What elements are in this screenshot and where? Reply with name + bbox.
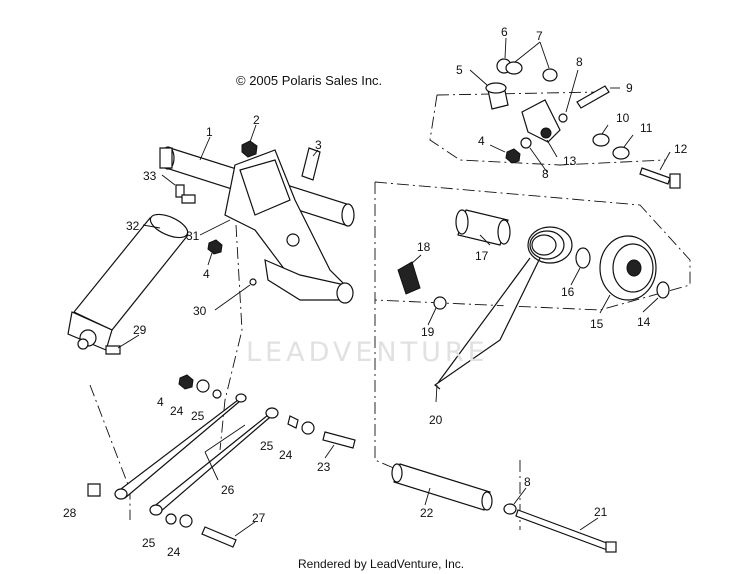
callout-numbers: 1 2 3 33 32 31 4 30 29 18 19 17 16 15 14… — [63, 25, 688, 559]
leader-lines — [117, 37, 671, 537]
callout-13: 13 — [563, 154, 577, 168]
callout-32: 32 — [126, 219, 140, 233]
callout-18: 18 — [417, 240, 431, 254]
callout-24a: 24 — [170, 404, 184, 418]
callout-31: 31 — [186, 229, 200, 243]
callout-5: 5 — [456, 63, 463, 77]
callout-2: 2 — [253, 113, 260, 127]
callout-16: 16 — [561, 285, 575, 299]
copyright-notice: © 2005 Polaris Sales Inc. — [236, 73, 383, 88]
callout-22: 22 — [420, 506, 434, 520]
callout-14: 14 — [637, 315, 651, 329]
callout-15: 15 — [590, 317, 604, 331]
callout-25a: 25 — [191, 409, 205, 423]
callout-8c: 8 — [524, 475, 531, 489]
callout-21: 21 — [594, 505, 608, 519]
callout-29: 29 — [133, 323, 147, 337]
lower-links — [87, 374, 617, 553]
watermark: LEADVENTURE — [246, 337, 489, 368]
callout-30: 30 — [193, 304, 207, 318]
callout-23: 23 — [317, 460, 331, 474]
callout-24b: 24 — [279, 448, 293, 462]
callout-24c: 24 — [167, 545, 181, 559]
callout-27: 27 — [252, 511, 266, 525]
upper-right-hardware — [485, 58, 681, 189]
rendered-by-footer: Rendered by LeadVenture, Inc. — [298, 557, 465, 571]
callout-9: 9 — [626, 81, 633, 95]
callout-25b: 25 — [260, 439, 274, 453]
callout-28: 28 — [63, 506, 77, 520]
callout-8b: 8 — [542, 167, 549, 181]
spring-and-idler — [397, 209, 670, 390]
callout-8a: 8 — [576, 55, 583, 69]
callout-17: 17 — [475, 249, 489, 263]
callout-12: 12 — [674, 142, 688, 156]
callout-33: 33 — [143, 169, 157, 183]
rear-arm-assembly — [159, 146, 355, 304]
callout-6: 6 — [501, 25, 508, 39]
callout-4: 4 — [203, 267, 210, 281]
callout-25c: 25 — [142, 536, 156, 550]
callout-26: 26 — [221, 483, 235, 497]
callout-10: 10 — [616, 111, 630, 125]
callout-19: 19 — [421, 325, 435, 339]
callout-4b: 4 — [478, 134, 485, 148]
callout-7: 7 — [536, 29, 543, 43]
callout-20: 20 — [429, 413, 443, 427]
callout-1: 1 — [206, 125, 213, 139]
callout-11: 11 — [640, 121, 653, 135]
callout-3: 3 — [315, 138, 322, 152]
callout-4c: 4 — [157, 395, 164, 409]
upper-left-hardware — [105, 140, 321, 355]
